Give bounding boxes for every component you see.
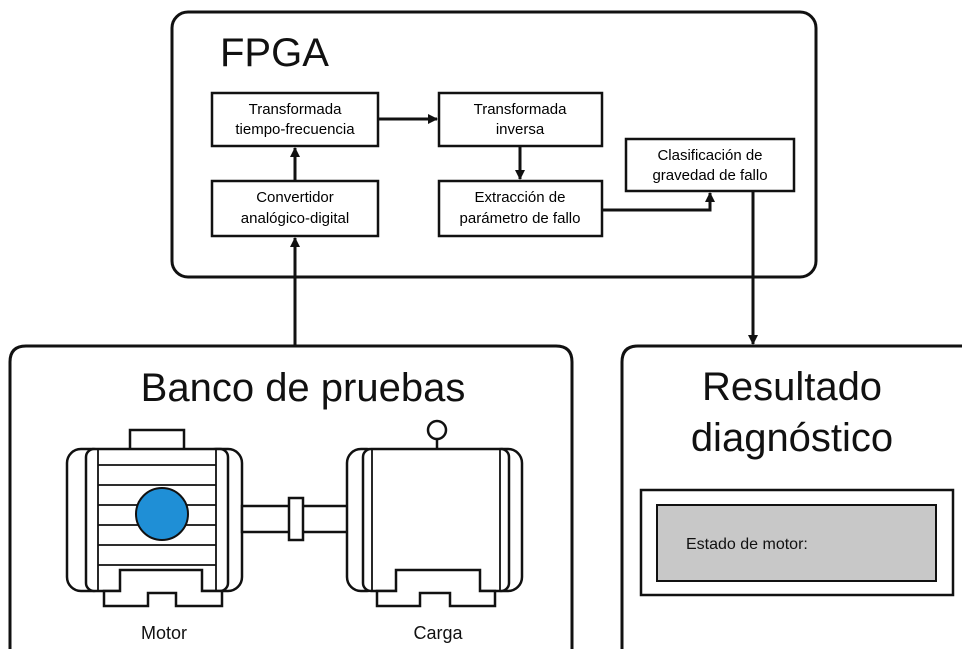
- test-bench-title: Banco de pruebas: [141, 366, 466, 410]
- motor-feet: [102, 568, 224, 608]
- block-tf-line1: Transformada: [249, 101, 342, 118]
- block-adc-line1: Convertidor: [256, 189, 334, 206]
- result-display-text: Estado de motor:: [686, 536, 808, 553]
- motor-illustration: [65, 428, 244, 608]
- block-tf-line2: tiempo-frecuencia: [235, 121, 355, 138]
- result-display-screen: [656, 504, 937, 582]
- result-title-line1: Resultado: [702, 365, 882, 409]
- block-time-frequency-transform: Transformada tiempo-frecuencia: [210, 91, 380, 148]
- load-label: Carga: [413, 623, 463, 643]
- block-inverse-transform: Transformada inversa: [437, 91, 604, 148]
- motor-label: Motor: [141, 623, 187, 643]
- result-display: Estado de motor:: [639, 488, 955, 597]
- block-fault-parameter-extraction: Extracción de parámetro de fallo: [437, 179, 604, 238]
- load-illustration: [345, 419, 524, 608]
- load-feet: [375, 568, 497, 608]
- block-extract-line1: Extracción de: [475, 189, 566, 206]
- block-inv-line2: inversa: [496, 121, 545, 138]
- block-fault-severity-classification: Clasificación de gravedad de fallo: [624, 137, 796, 193]
- coupling: [287, 496, 305, 542]
- fpga-connectors: [290, 114, 715, 212]
- block-extract-line2: parámetro de fallo: [460, 210, 581, 227]
- block-adc-line2: analógico-digital: [241, 210, 349, 227]
- result-title-line2: diagnóstico: [691, 416, 893, 460]
- fpga-title: FPGA: [220, 31, 329, 75]
- arrow-extract-to-classify: [602, 192, 715, 212]
- block-inv-line1: Transformada: [474, 101, 567, 118]
- motor-rotor: [135, 487, 189, 541]
- shaft-coupling: [240, 496, 352, 542]
- block-classify-line1: Clasificación de: [657, 147, 762, 164]
- load-lifting-eye: [426, 419, 448, 441]
- block-classify-line2: gravedad de fallo: [652, 167, 767, 184]
- block-analog-digital-converter: Convertidor analógico-digital: [210, 179, 380, 238]
